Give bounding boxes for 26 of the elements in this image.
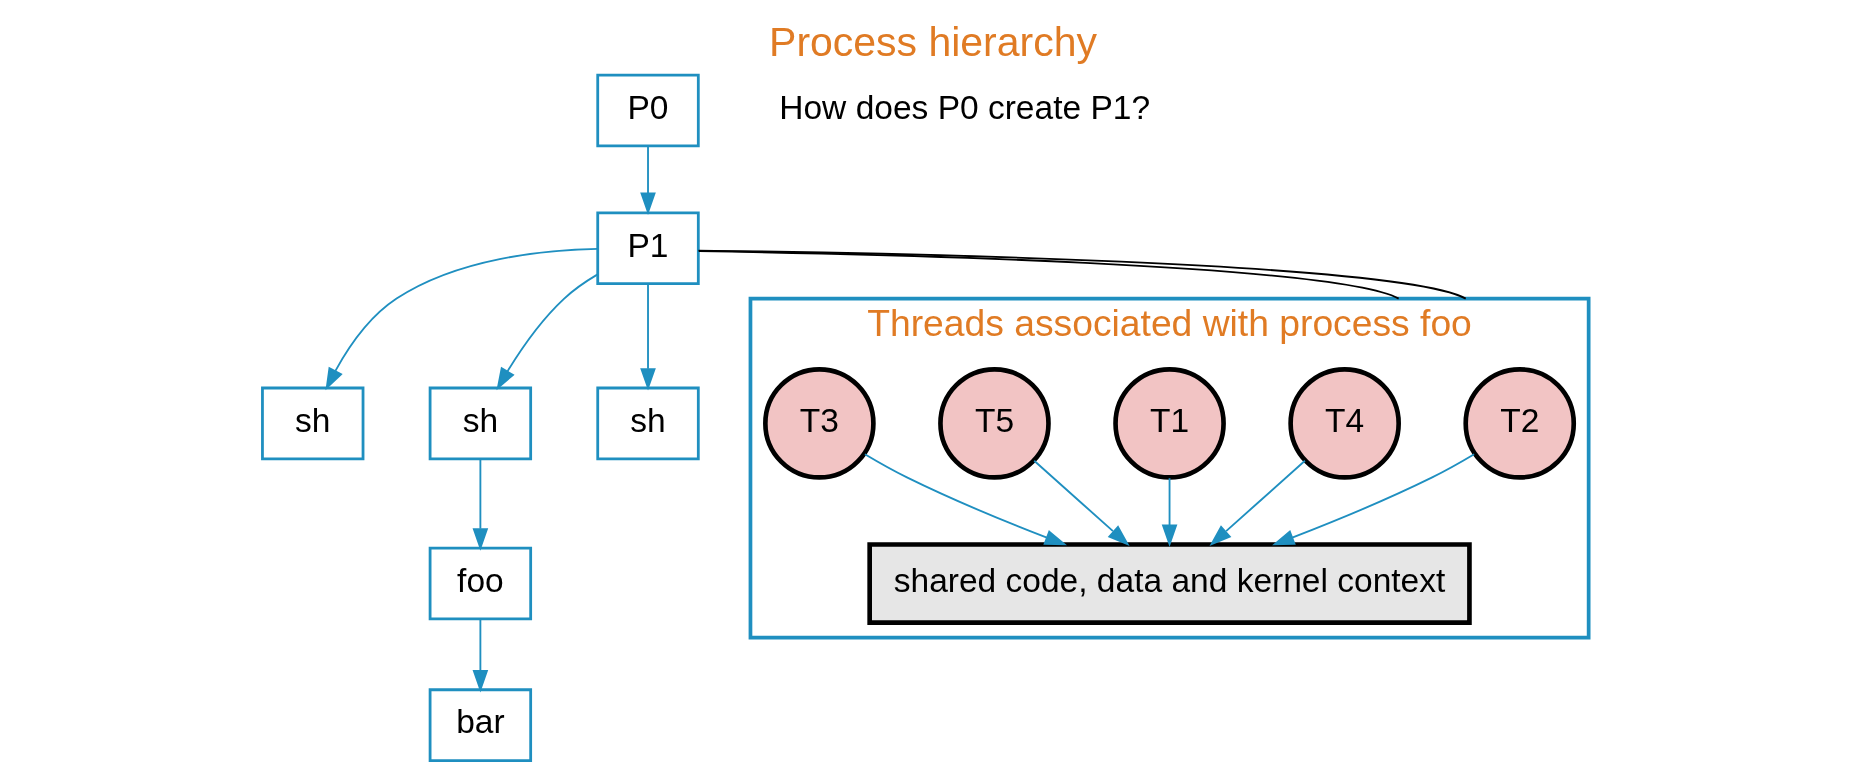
node-box: shared code, data and kernel context bbox=[866, 542, 1472, 626]
label: How does P0 create P1? bbox=[778, 88, 1150, 126]
arrow bbox=[639, 145, 656, 215]
node-circle: T2 bbox=[1462, 367, 1576, 480]
arrow bbox=[1209, 459, 1306, 547]
node-box: sh bbox=[428, 386, 532, 461]
node-circle: T5 bbox=[937, 367, 1051, 480]
node-box: P1 bbox=[595, 211, 700, 286]
arrow bbox=[324, 248, 598, 391]
arrow bbox=[472, 618, 488, 693]
arrow bbox=[1161, 477, 1177, 547]
node-box: foo bbox=[428, 546, 532, 621]
arrow bbox=[495, 273, 599, 391]
arrow bbox=[1271, 453, 1475, 546]
node-circle: T4 bbox=[1287, 367, 1401, 480]
node-box: P0 bbox=[595, 73, 700, 148]
node-box: bar bbox=[428, 688, 532, 762]
diagram-title: Process hierarchy bbox=[768, 18, 1097, 65]
node-box: sh bbox=[595, 386, 700, 461]
node-circle: T3 bbox=[762, 367, 876, 480]
arrow bbox=[472, 458, 488, 551]
node-circle: T1 bbox=[1112, 367, 1226, 480]
arrow bbox=[639, 283, 656, 391]
node-box: sh bbox=[260, 386, 364, 461]
arrow bbox=[1032, 459, 1130, 547]
arrow bbox=[863, 453, 1067, 546]
